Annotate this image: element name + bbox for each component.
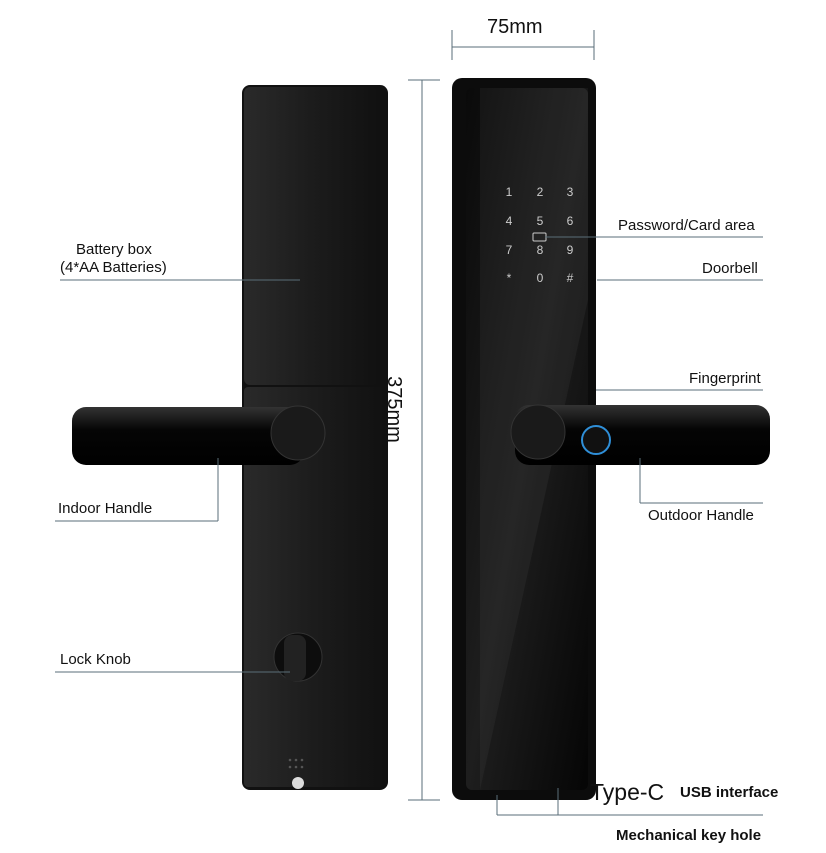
type-c-label: Type-C xyxy=(590,779,665,805)
keypad-key: 3 xyxy=(566,185,574,199)
indoor-lock-body xyxy=(72,85,388,790)
indoor-handle-label: Indoor Handle xyxy=(58,500,153,517)
keypad-key: * xyxy=(506,271,512,285)
doorbell-label: Doorbell xyxy=(702,260,758,277)
indoor-handle xyxy=(72,407,304,465)
keypad-key: 9 xyxy=(566,243,574,257)
outdoor-handle xyxy=(515,405,770,465)
outdoor-handle-label: Outdoor Handle xyxy=(648,507,754,524)
keypad-key: 1 xyxy=(505,185,513,199)
lock-knob-label: Lock Knob xyxy=(60,651,131,668)
height-dimension: 375mm xyxy=(382,376,405,443)
fingerprint-sensor xyxy=(581,425,611,455)
width-dimension: 75mm xyxy=(487,16,543,38)
keypad-key: 2 xyxy=(536,185,544,199)
keypad-key: 4 xyxy=(505,214,513,228)
battery-box-label: Battery box xyxy=(76,241,152,258)
keyhole-cover xyxy=(292,777,304,789)
keypad-key: # xyxy=(566,271,574,285)
password-card-label: Password/Card area xyxy=(618,217,755,234)
keypad-key: 6 xyxy=(566,214,574,228)
battery-detail-label: (4*AA Batteries) xyxy=(60,259,167,276)
outdoor-lock-body xyxy=(452,78,770,800)
keypad-key: 5 xyxy=(536,214,544,228)
keypad-key: 0 xyxy=(536,271,544,285)
key-hole-label: Mechanical key hole xyxy=(616,827,762,844)
keypad-key: 8 xyxy=(536,243,544,257)
fingerprint-label: Fingerprint xyxy=(689,370,761,387)
keypad-key: 7 xyxy=(505,243,513,257)
usb-interface-label: USB interface xyxy=(680,784,779,801)
